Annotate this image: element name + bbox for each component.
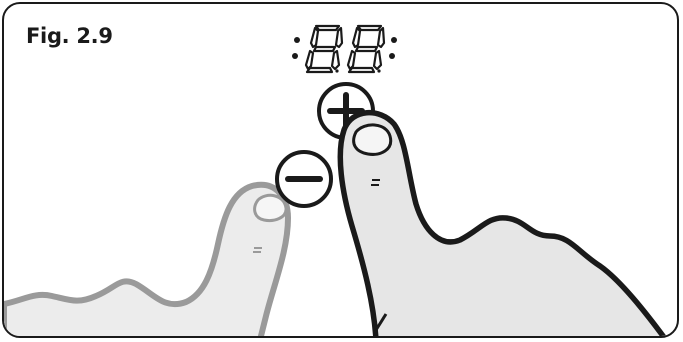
illustration [4, 4, 679, 338]
colon-left-icon [292, 37, 300, 59]
index-finger-faded-icon [4, 185, 288, 338]
colon-right-icon [389, 37, 397, 59]
index-finger-icon [340, 113, 666, 338]
seven-segment-display [292, 26, 397, 73]
figure-frame: Fig. 2.9 [2, 2, 679, 338]
digit-8-first [306, 26, 342, 73]
digit-8-second [348, 26, 384, 73]
minus-button[interactable] [277, 152, 331, 206]
